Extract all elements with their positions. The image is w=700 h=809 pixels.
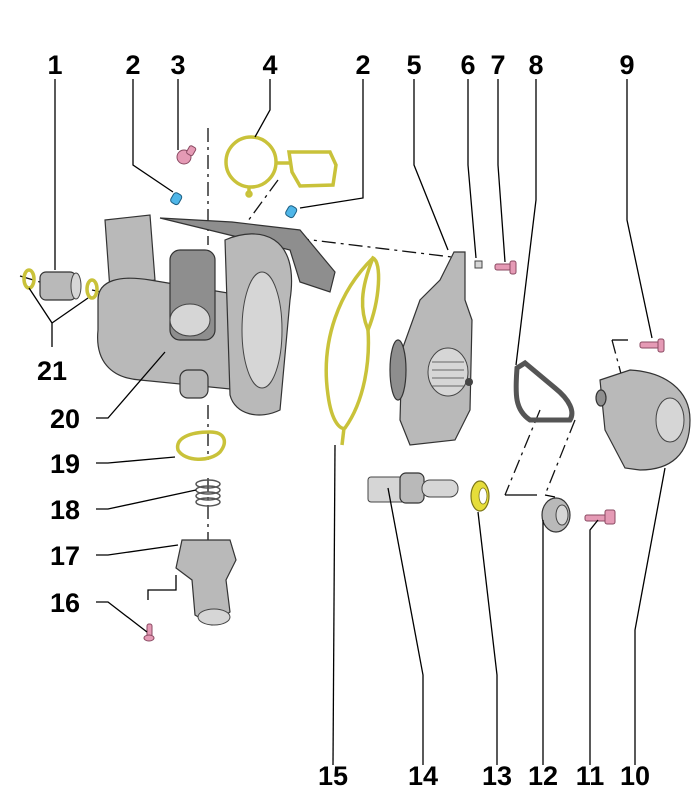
callout-3: 3 [170, 50, 185, 80]
callout-12: 12 [528, 761, 558, 791]
part-10-belt-guard [595, 369, 691, 471]
callout-14: 14 [408, 761, 438, 791]
callout-labels: 1 2 3 4 2 5 6 7 8 9 10 11 12 13 14 15 16… [37, 50, 650, 791]
part-4-gasket [224, 135, 338, 198]
part-17-connection-piece [175, 539, 237, 626]
callout-8: 8 [528, 50, 543, 80]
part-7-bolt [494, 260, 517, 275]
callout-7: 7 [490, 50, 505, 80]
pump-sprocket-teeth [432, 361, 464, 387]
part-9-bolt [639, 338, 665, 353]
callout-5: 5 [406, 50, 421, 80]
part-15-gasket [324, 255, 381, 446]
callout-4: 4 [262, 50, 277, 80]
callout-2-left: 2 [125, 50, 140, 80]
callout-11: 11 [576, 761, 605, 791]
callout-13: 13 [482, 761, 512, 791]
part-2-sealing-plug-right [285, 205, 298, 219]
part-16-bolt [143, 623, 155, 642]
callout-20: 20 [50, 404, 80, 434]
callout-6: 6 [460, 50, 475, 80]
callout-21: 21 [37, 356, 67, 386]
callout-1: 1 [47, 50, 62, 80]
callout-10: 10 [620, 761, 650, 791]
part-5-coolant-pump [389, 251, 473, 446]
callout-9: 9 [619, 50, 634, 80]
part-2-sealing-plug-left [170, 192, 183, 206]
callout-16: 16 [50, 588, 80, 618]
part-18-spring [195, 479, 221, 507]
callout-17: 17 [50, 541, 80, 571]
part-11-bolt [584, 509, 616, 525]
callout-2-right: 2 [355, 50, 370, 80]
callout-15: 15 [318, 761, 348, 791]
part-13-seal [470, 480, 490, 512]
part-20-thermostat-housing [97, 214, 336, 416]
callout-19: 19 [50, 449, 80, 479]
part-19-seal [175, 430, 227, 461]
part-12-drive-sprocket [541, 497, 571, 533]
part-1-connecting-pipe [39, 271, 82, 301]
leader-lines [28, 79, 666, 766]
part-8-toothed-belt [513, 359, 575, 423]
callout-18: 18 [50, 495, 80, 525]
part-14-camshaft [367, 472, 459, 504]
part-6-dowel-sleeve [474, 260, 483, 269]
part-3-bolt [176, 145, 197, 165]
